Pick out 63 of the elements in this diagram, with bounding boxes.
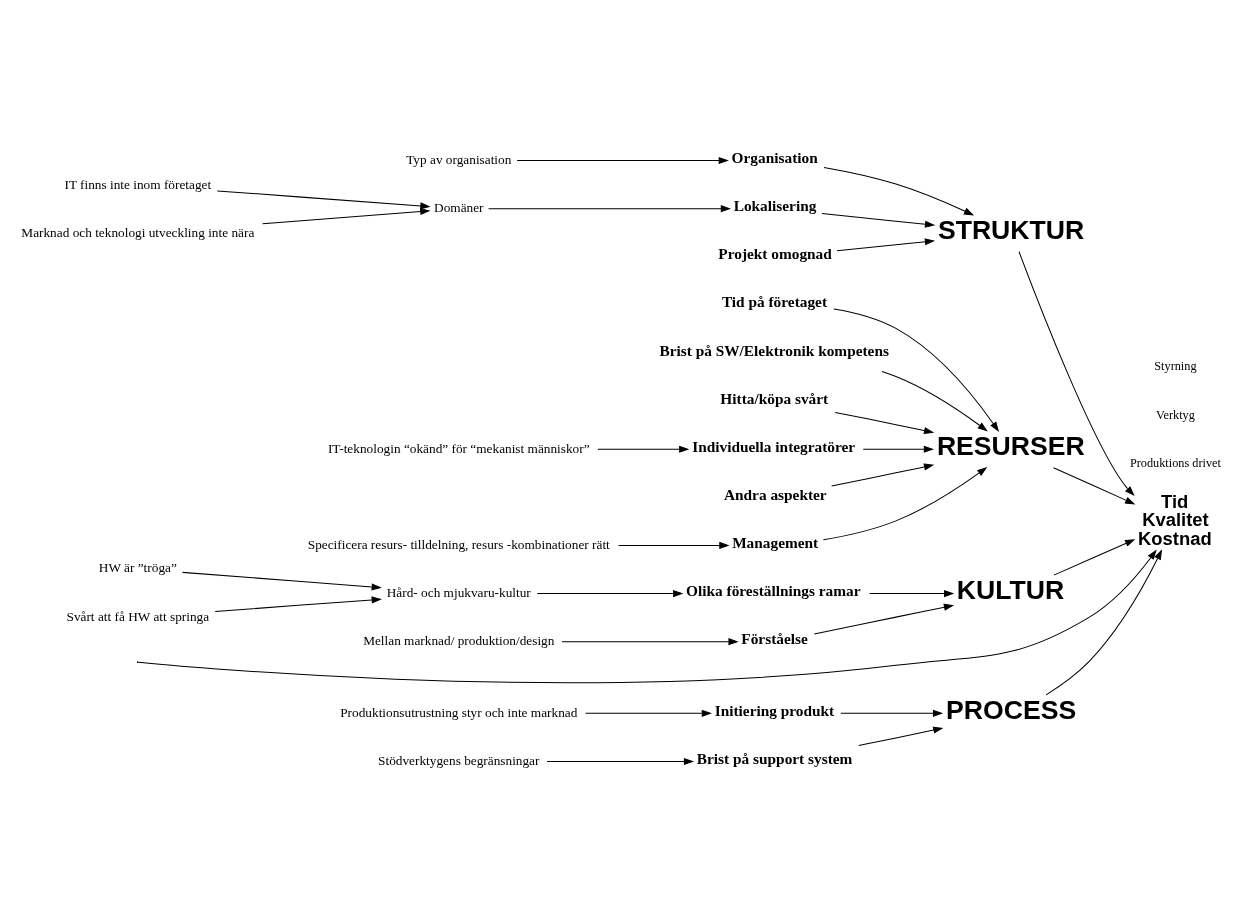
node-text: Brist på support system	[696, 750, 852, 768]
node-text: Svårt att få HW att springa	[66, 608, 209, 624]
arrow	[596, 445, 689, 453]
node-text: Förståelse	[740, 630, 808, 648]
node-text: Hård- och mjukvaru-kultur	[386, 585, 531, 601]
node-text: Lokalisering	[733, 197, 816, 215]
node-text: Typ av organisation	[405, 152, 511, 167]
node-text: STRUKTUR	[937, 214, 1084, 245]
node-text: Hitta/köpa svårt	[719, 389, 828, 407]
node-text: IT-teknologin “okänd” för “mekanist människor”	[327, 440, 590, 456]
node-text: Stödverktygens begränsningar	[377, 752, 539, 768]
node-text: Brist på SW/Elektronik kompetens	[658, 341, 889, 359]
node-text: Management	[731, 534, 818, 552]
node-text: KULTUR	[956, 575, 1064, 605]
node-text: HW är ”tröga”	[98, 560, 177, 576]
node-text: RESURSER	[936, 430, 1085, 461]
arrow	[822, 167, 974, 216]
node-text: Tid Kvalitet Kostnad	[1137, 490, 1212, 549]
arrow	[561, 638, 739, 646]
node-text: Tid på företaget	[721, 293, 827, 311]
arrow	[813, 603, 954, 635]
label: Produktions drivet	[1129, 455, 1221, 470]
label: Verktyg	[1155, 407, 1195, 422]
arrow	[820, 212, 935, 228]
arrow	[261, 207, 430, 225]
arrow	[1018, 251, 1135, 497]
node-text: Specificera resurs- tilldelning, resurs -kombinationer rätt	[307, 536, 610, 552]
node-text: Domäner	[433, 200, 484, 216]
node-text: Olika föreställnings ramar	[685, 582, 861, 600]
arrow	[839, 709, 943, 717]
arrow	[1052, 539, 1135, 576]
arrow	[487, 205, 731, 213]
arrow	[834, 411, 934, 435]
arrow	[516, 156, 729, 165]
node-text: Initiering produkt	[714, 701, 834, 719]
label: Styrning	[1153, 359, 1197, 374]
arrow	[137, 549, 1157, 684]
arrow	[617, 541, 730, 550]
node-text: Mellan marknad/ produktion/design	[362, 633, 554, 649]
arrow	[836, 238, 935, 252]
node-text: Projekt omognad	[717, 245, 832, 263]
arrow	[181, 571, 382, 591]
node-text: Andra aspekter	[723, 485, 827, 503]
arrow	[868, 590, 954, 598]
node-text: IT finns inte inom företaget	[63, 176, 211, 192]
arrow	[857, 726, 943, 746]
node-text: Produktionsutrustning styr och inte marknad	[339, 704, 577, 720]
node-text: PROCESS	[945, 694, 1076, 725]
node-text: Individuella integratörer	[691, 437, 855, 455]
arrow	[830, 463, 934, 487]
arrow	[546, 757, 694, 766]
arrow	[862, 445, 934, 453]
node-text: Marknad och teknologi utveckling inte nära	[20, 224, 254, 240]
arrow	[214, 596, 382, 612]
arrow	[584, 709, 712, 717]
arrow	[832, 308, 999, 432]
arrow	[536, 590, 683, 598]
arrow	[216, 190, 431, 210]
arrow	[822, 467, 987, 541]
arrow	[1045, 549, 1162, 696]
arrow	[1052, 467, 1135, 505]
node-text: Organisation	[731, 149, 818, 167]
arrow	[881, 371, 988, 432]
